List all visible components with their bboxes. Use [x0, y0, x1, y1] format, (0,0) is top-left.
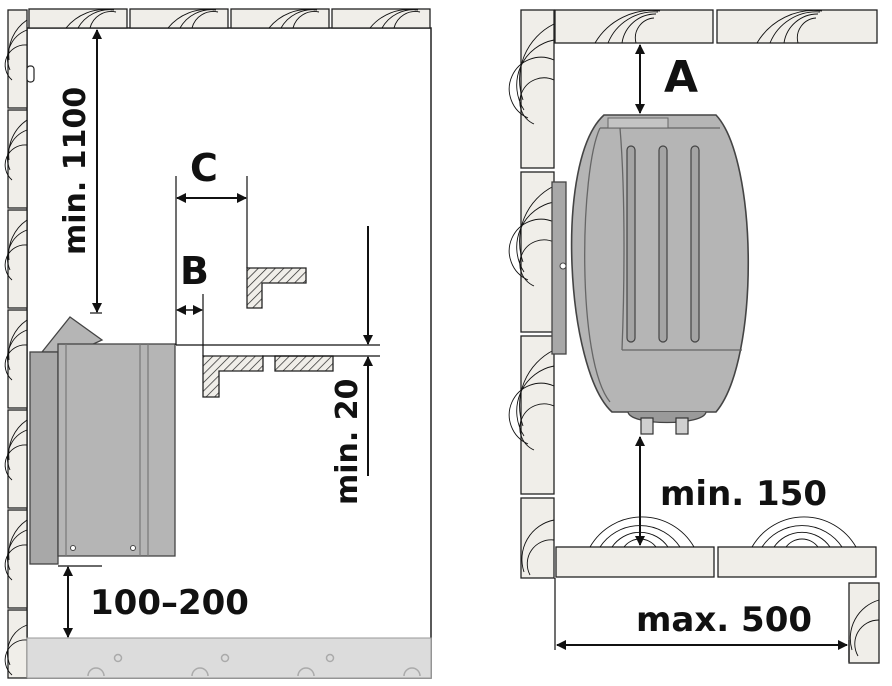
right-dimension-arrows — [556, 44, 848, 650]
right-edge-board — [848, 582, 880, 664]
right-reference-lines — [554, 578, 850, 662]
right-panel: A min. 150 max. 500 — [508, 9, 880, 664]
floor-gap-label: 100–200 — [90, 583, 249, 623]
left-ceiling-boards — [28, 8, 431, 29]
right-ceiling-boards — [554, 9, 878, 44]
left-panel: min. 1100 C B min. 20 100–200 — [4, 8, 432, 679]
label-c: C — [190, 146, 218, 190]
ceiling-gap-label: min. 20 — [330, 379, 365, 506]
left-dimension-arrows — [63, 29, 373, 638]
left-heater — [29, 316, 176, 565]
label-b: B — [180, 249, 209, 293]
left-wall-boards — [4, 9, 35, 679]
right-wall-boards — [508, 9, 555, 579]
floor-gap-label-right: min. 150 — [660, 474, 827, 514]
left-floor — [26, 637, 432, 679]
right-heater — [551, 114, 750, 435]
height-above-label: min. 1100 — [58, 87, 93, 255]
right-floor-boards — [555, 516, 877, 578]
left-reference-lines — [58, 176, 380, 567]
label-a: A — [664, 52, 698, 103]
width-label: max. 500 — [636, 600, 812, 640]
